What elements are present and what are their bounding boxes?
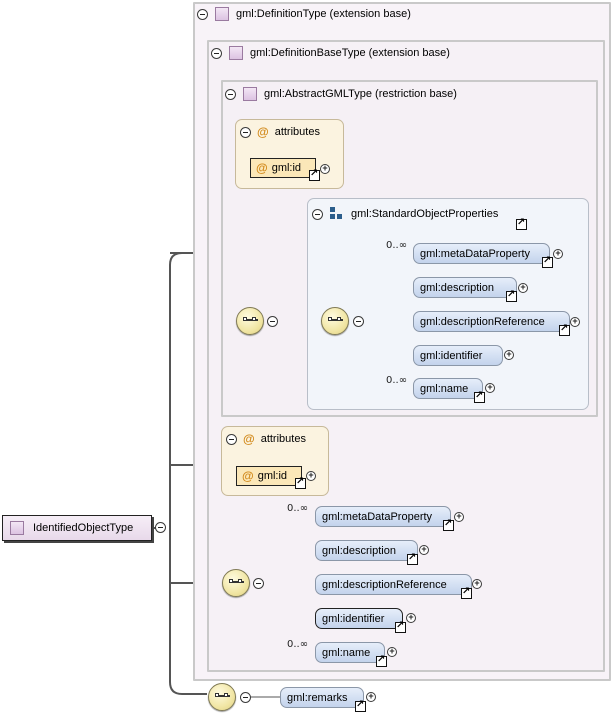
element-label: gml:identifier xyxy=(420,349,483,362)
link-arrow-icon[interactable] xyxy=(443,518,454,531)
expand-icon[interactable] xyxy=(504,350,514,360)
abstract-gml-type-header: gml:AbstractGMLType (restriction base) xyxy=(225,87,457,101)
expand-icon[interactable] xyxy=(553,249,563,259)
element-remarks[interactable]: gml:remarks xyxy=(280,687,364,708)
element-label: gml:descriptionReference xyxy=(322,578,447,591)
group-header: gml:StandardObjectProperties xyxy=(312,207,498,221)
link-arrow-icon[interactable] xyxy=(506,289,517,302)
definition-type-header: gml:DefinitionType (extension base) xyxy=(197,7,411,21)
definition-base-type-header: gml:DefinitionBaseType (extension base) xyxy=(211,46,450,60)
expand-icon[interactable] xyxy=(485,383,495,393)
collapse-icon[interactable] xyxy=(226,433,237,445)
expand-icon[interactable] xyxy=(518,283,528,293)
expand-icon[interactable] xyxy=(454,512,464,522)
element-label: gml:name xyxy=(322,646,371,659)
cardinality-label: 0..∞ xyxy=(386,375,408,386)
definition-type-label: gml:DefinitionType (extension base) xyxy=(236,8,411,20)
attributes-header: @ attributes xyxy=(226,432,306,446)
attributes-title: attributes xyxy=(274,126,320,138)
complex-type-icon xyxy=(10,521,24,535)
link-arrow-icon[interactable] xyxy=(542,255,553,268)
collapse-icon[interactable] xyxy=(211,47,222,59)
complex-type-icon xyxy=(229,46,243,60)
attribute-icon: @ xyxy=(256,161,268,175)
definition-base-type-label: gml:DefinitionBaseType (extension base) xyxy=(250,47,450,59)
inner-attributes-box: @ attributes @ gml:id xyxy=(235,119,344,189)
complex-type-icon xyxy=(243,87,257,101)
element-label: gml:descriptionReference xyxy=(420,315,545,328)
element-name[interactable]: gml:name xyxy=(413,378,483,399)
link-arrow-icon[interactable] xyxy=(516,217,527,230)
collapse-icon[interactable] xyxy=(240,692,251,703)
expand-icon[interactable] xyxy=(306,471,316,481)
collapse-icon[interactable] xyxy=(197,8,208,20)
link-arrow-icon[interactable] xyxy=(474,390,485,403)
element-label: gml:name xyxy=(420,382,469,395)
attribute-label: gml:id xyxy=(271,162,302,174)
collapse-icon[interactable] xyxy=(267,316,278,327)
identified-object-type-root[interactable]: IdentifiedObjectType xyxy=(2,515,152,541)
element-description-reference[interactable]: gml:descriptionReference xyxy=(413,311,570,332)
expand-icon[interactable] xyxy=(320,164,330,174)
element-label: gml:metaDataProperty xyxy=(322,510,433,523)
element-label: gml:description xyxy=(322,544,396,557)
attribute-gml-id[interactable]: @ gml:id xyxy=(250,158,316,178)
element-meta-data-property[interactable]: gml:metaDataProperty xyxy=(315,506,451,527)
link-arrow-icon[interactable] xyxy=(559,323,570,336)
cardinality-label: 0..∞ xyxy=(287,503,309,514)
attribute-icon: @ xyxy=(242,469,254,483)
collapse-icon[interactable] xyxy=(155,522,166,533)
outer-attributes-box: @ attributes @ gml:id xyxy=(221,426,329,496)
element-description-reference[interactable]: gml:descriptionReference xyxy=(315,574,472,595)
sequence-compositor-icon[interactable] xyxy=(321,307,349,335)
abstract-gml-type-label: gml:AbstractGMLType (restriction base) xyxy=(264,88,457,100)
sequence-compositor-icon[interactable] xyxy=(208,683,236,711)
element-identifier[interactable]: gml:identifier xyxy=(315,608,403,629)
element-label: gml:remarks xyxy=(287,691,348,704)
expand-icon[interactable] xyxy=(419,545,429,555)
collapse-icon[interactable] xyxy=(253,578,264,589)
expand-icon[interactable] xyxy=(387,647,397,657)
expand-icon[interactable] xyxy=(406,613,416,623)
attributes-title: attributes xyxy=(260,433,306,445)
link-arrow-icon[interactable] xyxy=(395,620,406,633)
cardinality-label: 0..∞ xyxy=(287,639,309,650)
complex-type-icon xyxy=(215,7,229,21)
link-arrow-icon[interactable] xyxy=(295,476,306,489)
expand-icon[interactable] xyxy=(570,317,580,327)
expand-icon[interactable] xyxy=(366,692,376,702)
sequence-compositor-icon[interactable] xyxy=(236,307,264,335)
element-identifier[interactable]: gml:identifier xyxy=(413,345,503,366)
attribute-icon: @ xyxy=(257,125,269,139)
element-description[interactable]: gml:description xyxy=(315,540,418,561)
attribute-gml-id[interactable]: @ gml:id xyxy=(236,466,302,486)
standard-object-properties-group: gml:StandardObjectProperties xyxy=(307,198,589,410)
link-arrow-icon[interactable] xyxy=(309,168,320,181)
element-label: gml:identifier xyxy=(322,612,385,625)
element-meta-data-property[interactable]: gml:metaDataProperty xyxy=(413,243,550,264)
element-description[interactable]: gml:description xyxy=(413,277,517,298)
expand-icon[interactable] xyxy=(472,579,482,589)
element-name[interactable]: gml:name xyxy=(315,642,385,663)
collapse-icon[interactable] xyxy=(353,316,364,327)
link-arrow-icon[interactable] xyxy=(355,699,366,712)
root-label: IdentifiedObjectType xyxy=(33,522,134,534)
element-label: gml:metaDataProperty xyxy=(420,247,531,260)
element-label: gml:description xyxy=(420,281,494,294)
group-icon xyxy=(330,207,344,221)
group-label: gml:StandardObjectProperties xyxy=(351,208,499,220)
attribute-label: gml:id xyxy=(257,470,288,482)
cardinality-label: 0..∞ xyxy=(386,240,408,251)
link-arrow-icon[interactable] xyxy=(407,552,418,565)
link-arrow-icon[interactable] xyxy=(461,586,472,599)
collapse-icon[interactable] xyxy=(225,88,236,100)
attributes-header: @ attributes xyxy=(240,125,320,139)
collapse-icon[interactable] xyxy=(240,126,251,138)
collapse-icon[interactable] xyxy=(312,208,323,220)
attribute-icon: @ xyxy=(243,432,255,446)
sequence-compositor-icon[interactable] xyxy=(222,569,250,597)
link-arrow-icon[interactable] xyxy=(376,654,387,667)
